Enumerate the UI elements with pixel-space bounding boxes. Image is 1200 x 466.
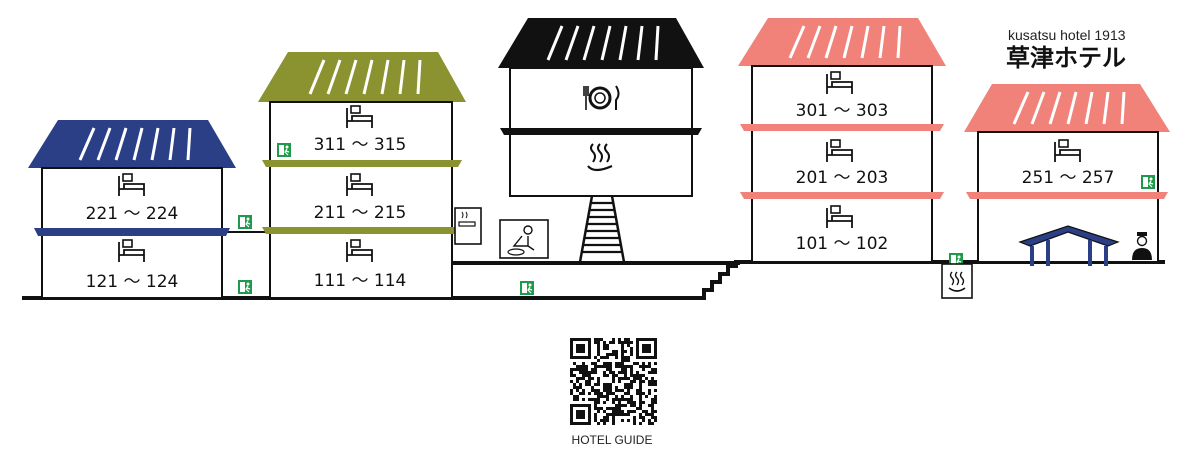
qr-code-icon[interactable]: [570, 338, 657, 425]
emergency-exit-icon: [519, 280, 535, 296]
emergency-exit-icon: [237, 279, 253, 295]
emergency-exit-icon: [276, 142, 292, 158]
smoking-area-icon: [454, 207, 482, 245]
stair-tower: [578, 195, 626, 263]
room-range-label: 111 ～ 114: [314, 271, 407, 291]
building-annex: 251 ～ 257: [964, 84, 1170, 266]
emergency-exit-icon: [1140, 174, 1156, 190]
emergency-exit-icon: [237, 214, 253, 230]
building-coral: 301 ～ 303 201 ～ 203 101 ～ 102: [738, 18, 946, 263]
doorman-icon: [1132, 232, 1152, 260]
hot-spring-icon: [587, 143, 613, 172]
room-range-label: 201 ～ 203: [796, 168, 889, 188]
qr-caption: HOTEL GUIDE: [572, 433, 653, 447]
room-range-label: 121 ～ 124: [86, 272, 179, 292]
massage-icon: [499, 219, 549, 259]
brand-name-en: kusatsu hotel 1913: [1008, 27, 1126, 43]
room-range-label: 101 ～ 102: [796, 234, 889, 254]
room-range-label: 251 ～ 257: [1022, 168, 1115, 188]
room-range-label: 221 ～ 224: [86, 204, 179, 224]
restaurant-icon: [583, 85, 620, 110]
entrance-canopy-icon: [1018, 225, 1120, 266]
building-center: [498, 18, 704, 263]
building-olive: 311 ～ 315 211 ～ 215 111 ～ 114: [258, 52, 466, 299]
building-navy: 221 ～ 224 121 ～ 124: [28, 120, 236, 299]
room-range-label: 301 ～ 303: [796, 101, 889, 121]
brand-name-jp: 草津ホテル: [1006, 44, 1126, 72]
hot-spring-icon: [941, 263, 973, 299]
room-range-label: 211 ～ 215: [314, 203, 407, 223]
room-range-label: 311 ～ 315: [314, 135, 407, 155]
